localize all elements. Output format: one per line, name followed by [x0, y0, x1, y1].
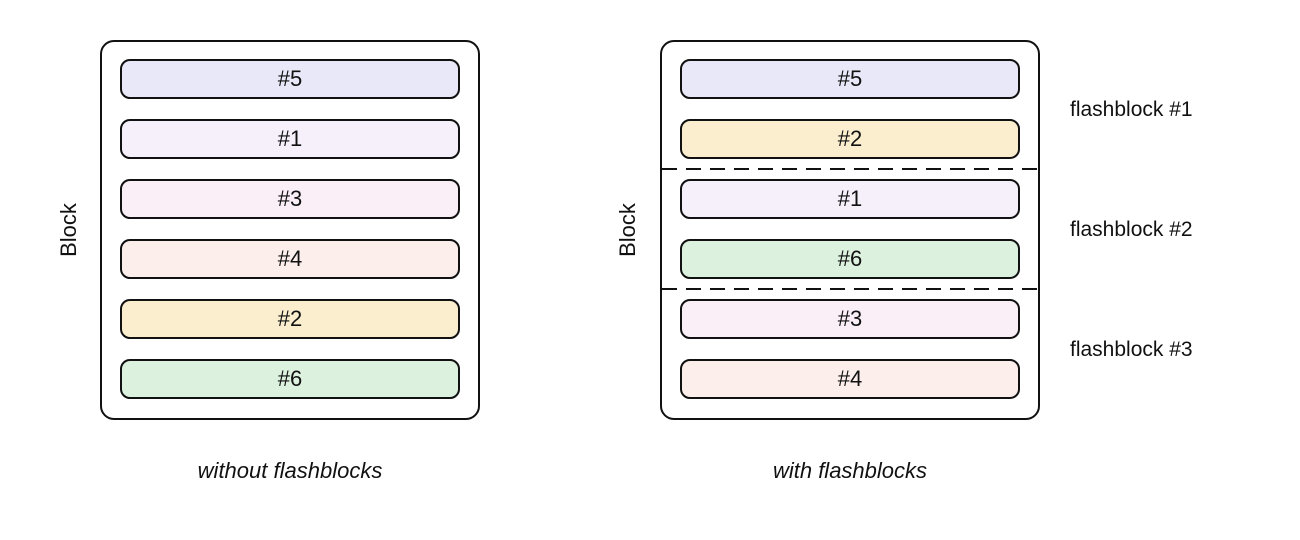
transaction-row-3: #3 [120, 179, 460, 219]
transaction-label: #6 [277, 366, 303, 391]
transaction-label: #3 [837, 306, 863, 331]
transaction-row-2: #2 [680, 119, 1020, 159]
flashblock-2-label: flashblock #2 [1070, 218, 1193, 241]
transaction-row-6: #6 [120, 359, 460, 399]
block-axis-label-right: Block [615, 203, 640, 257]
block-axis-label-left: Block [56, 203, 81, 257]
with-flashblocks-rows: #5 #2 #1 #6 #3 #4 [680, 59, 1020, 399]
transaction-row-2: #2 [120, 299, 460, 339]
block-container-without-flashblocks: #5 #1 #3 #4 #2 #6 [100, 40, 480, 420]
transaction-label: #5 [837, 66, 863, 91]
flashblock-divider-1 [662, 168, 1038, 170]
transaction-label: #1 [277, 126, 303, 151]
transaction-row-5: #5 [120, 59, 460, 99]
block-container-with-flashblocks: #5 #2 #1 #6 #3 #4 [660, 40, 1040, 420]
flashblock-3-label: flashblock #3 [1070, 338, 1193, 361]
caption-without-flashblocks: without flashblocks [197, 458, 383, 483]
transaction-label: #3 [277, 186, 303, 211]
transaction-row-5: #5 [680, 59, 1020, 99]
transaction-row-4: #4 [120, 239, 460, 279]
transaction-label: #2 [837, 126, 863, 151]
transaction-label: #4 [837, 366, 863, 391]
transaction-row-4: #4 [680, 359, 1020, 399]
transaction-label: #6 [837, 246, 863, 271]
transaction-label: #1 [837, 186, 863, 211]
transaction-row-6: #6 [680, 239, 1020, 279]
transaction-row-1: #1 [120, 119, 460, 159]
transaction-label: #5 [277, 66, 303, 91]
caption-with-flashblocks: with flashblocks [772, 458, 928, 483]
transaction-label: #4 [277, 246, 303, 271]
transaction-label: #2 [277, 306, 303, 331]
flashblock-1-label: flashblock #1 [1070, 98, 1193, 121]
transaction-row-3: #3 [680, 299, 1020, 339]
transaction-row-1: #1 [680, 179, 1020, 219]
without-flashblocks-rows: #5 #1 #3 #4 #2 #6 [120, 59, 460, 399]
flashblock-divider-2 [662, 288, 1038, 290]
